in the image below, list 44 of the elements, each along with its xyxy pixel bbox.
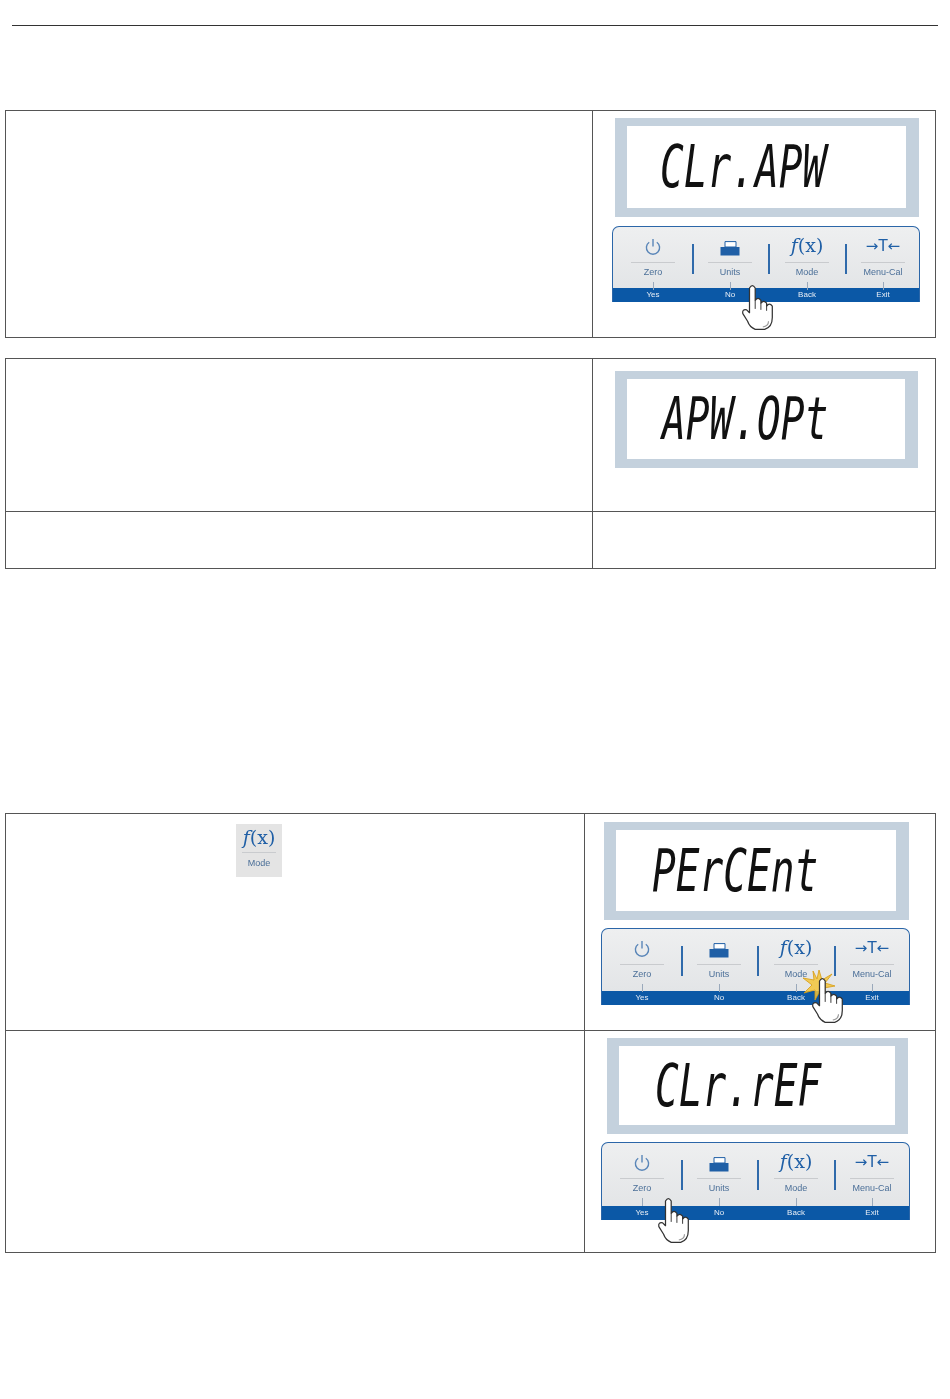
- key-label: Mode: [795, 268, 819, 277]
- key-symbol: →T←: [865, 239, 901, 254]
- key-secondary-label: Exit: [876, 290, 890, 299]
- key-secondary-label: No: [713, 1208, 725, 1217]
- key-secondary-label: Back: [798, 290, 816, 299]
- key-secondary-label: Back: [787, 1208, 805, 1217]
- display-readout: APW.OPt: [662, 390, 829, 448]
- key-symbol: f(x): [242, 828, 276, 847]
- key-label: Menu-Cal: [852, 1184, 892, 1193]
- keypad-panel: [612, 226, 920, 302]
- key-secondary-label: Exit: [865, 1208, 879, 1217]
- keypad-panel: [601, 928, 910, 1005]
- key-symbol: f(x): [790, 236, 824, 255]
- key-secondary-label: Yes: [646, 290, 660, 299]
- display-readout: PErCEnt: [652, 841, 819, 900]
- keypad-panel: [601, 1142, 910, 1220]
- key-symbol: f(x): [779, 938, 813, 957]
- key-secondary-label: No: [724, 290, 736, 299]
- key-label: Menu-Cal: [852, 970, 892, 979]
- key-label: Zero: [632, 970, 652, 979]
- key-label: Zero: [632, 1184, 652, 1193]
- key-symbol: →T←: [854, 1155, 890, 1170]
- mode-key: [236, 824, 282, 877]
- key-label: Units: [708, 1184, 730, 1193]
- key-secondary-label: Yes: [635, 1208, 649, 1217]
- display-readout: CLr.APW: [660, 138, 827, 196]
- lcd-display: [615, 371, 918, 468]
- key-label: Units: [719, 268, 741, 277]
- lcd-display: [615, 118, 919, 217]
- key-symbol: →T←: [854, 941, 890, 956]
- key-label: Units: [708, 970, 730, 979]
- key-label: Mode: [247, 859, 271, 868]
- key-label: Mode: [784, 1184, 808, 1193]
- key-symbol: f(x): [779, 1152, 813, 1171]
- key-label: Mode: [784, 970, 808, 979]
- key-label: Zero: [643, 268, 663, 277]
- key-secondary-label: Exit: [865, 993, 879, 1002]
- lcd-display: [607, 1038, 908, 1134]
- key-secondary-label: Yes: [635, 993, 649, 1002]
- key-label: Menu-Cal: [863, 268, 903, 277]
- lcd-display: [604, 822, 909, 920]
- key-secondary-label: No: [713, 993, 725, 1002]
- key-secondary-label: Back: [787, 993, 805, 1002]
- display-readout: CLr.rEF: [655, 1056, 822, 1115]
